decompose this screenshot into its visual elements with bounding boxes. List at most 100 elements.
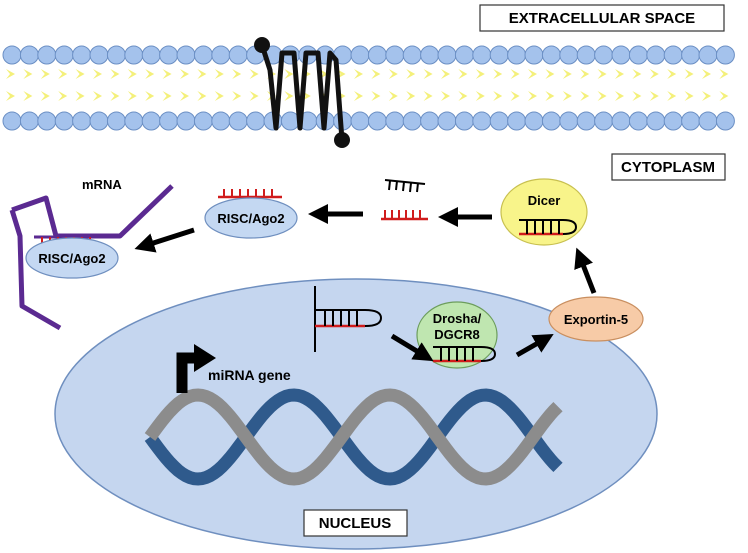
lipid-head (402, 45, 422, 65)
lipid-head (106, 111, 126, 131)
lipid-head (37, 111, 57, 131)
lipid-head (420, 45, 440, 65)
lipid-head (594, 111, 614, 131)
lipid-head (541, 45, 561, 65)
lipid-head (646, 45, 666, 65)
lipid-tail (58, 91, 68, 101)
lipid-tail (214, 69, 224, 79)
lipid-head (594, 45, 614, 65)
lipid-head (350, 111, 370, 131)
svg-text:Exportin-5: Exportin-5 (564, 312, 628, 327)
lipid-tail (93, 91, 102, 101)
lipid-tail (510, 91, 520, 101)
lipid-head (2, 111, 22, 131)
lipid-tail (162, 69, 172, 79)
lipid-tail (684, 91, 694, 101)
membrane-lipid-heads (2, 45, 735, 131)
lipid-tail (371, 91, 381, 101)
lipid-tail (180, 69, 189, 79)
lipid-tail (145, 69, 155, 79)
lipid-head (715, 45, 735, 65)
lipid-tail (493, 69, 503, 79)
extracellular-space-label: EXTRACELLULAR SPACE (479, 4, 725, 32)
lipid-head (420, 111, 440, 131)
lipid-head (124, 111, 144, 131)
lipid-tail (528, 69, 537, 79)
lipid-tail (702, 91, 711, 101)
lipid-head (715, 111, 735, 131)
lipid-head (437, 45, 457, 65)
svg-text:Dicer: Dicer (528, 193, 561, 208)
dicer-node: Dicer (500, 178, 588, 246)
lipid-tail (597, 91, 607, 101)
lipid-head (141, 111, 161, 131)
svg-text:Drosha/: Drosha/ (433, 311, 482, 326)
lipid-head (228, 45, 248, 65)
lipid-head (193, 45, 213, 65)
lipid-head (2, 45, 22, 65)
lipid-tail (562, 91, 572, 101)
mirna-gene-label: miRNA gene (208, 367, 291, 383)
lipid-head (628, 45, 648, 65)
lipid-head (454, 45, 474, 65)
svg-text:RISC/Ago2: RISC/Ago2 (38, 251, 105, 266)
svg-text:EXTRACELLULAR SPACE: EXTRACELLULAR SPACE (509, 10, 695, 27)
lipid-tail (197, 91, 207, 101)
lipid-head (524, 45, 544, 65)
drosha-dgcr8-complex: Drosha/ DGCR8 (416, 301, 498, 369)
lipid-head (385, 111, 405, 131)
lipid-tail (580, 69, 590, 79)
lipid-head (559, 45, 579, 65)
lipid-tail (284, 91, 294, 101)
dicer-hairpin-icon (519, 219, 578, 236)
guide-strand (381, 210, 428, 221)
lipid-tail (597, 69, 607, 79)
lipid-tail (667, 91, 677, 101)
lipid-head (367, 111, 387, 131)
lipid-tail (649, 69, 659, 79)
lipid-head (72, 45, 92, 65)
lipid-head (72, 111, 92, 131)
lipid-tail (632, 69, 642, 79)
lipid-head (663, 111, 683, 131)
lipid-tail (162, 91, 172, 101)
lipid-tail (615, 91, 624, 101)
lipid-head (611, 45, 631, 65)
lipid-tail (667, 69, 677, 79)
mrna-target-complex: RISC/Ago2 mRNA (9, 177, 174, 331)
lipid-head (385, 45, 405, 65)
risc-ago2-loaded: RISC/Ago2 (204, 189, 298, 239)
lipid-tail (249, 91, 259, 101)
lipid-tail (58, 69, 68, 79)
passenger-strand (384, 179, 426, 193)
lipid-head (628, 111, 648, 131)
cell-membrane (2, 45, 735, 131)
lipid-head (576, 45, 596, 65)
lipid-tail (388, 69, 398, 79)
lipid-tail (632, 91, 642, 101)
lipid-tail (23, 91, 33, 101)
promoter-arrow-icon (176, 344, 216, 393)
lipid-tail (371, 69, 381, 79)
pre-mirna-hairpin-icon (433, 346, 497, 363)
lipid-tail (458, 69, 468, 79)
svg-text:RISC/Ago2: RISC/Ago2 (217, 211, 284, 226)
lipid-tail (406, 91, 416, 101)
lipid-tail (6, 91, 15, 101)
lipid-head (698, 45, 718, 65)
lipid-head (576, 111, 596, 131)
lipid-tail (406, 69, 416, 79)
lipid-tail (545, 69, 555, 79)
lipid-tail (528, 91, 537, 101)
lipid-tail (145, 91, 155, 101)
lipid-head (19, 45, 39, 65)
dna-double-helix (144, 388, 563, 486)
lipid-tail (475, 91, 485, 101)
lipid-tail (441, 69, 450, 79)
nucleus (54, 278, 658, 550)
lipid-head (646, 111, 666, 131)
arrow-icon (390, 333, 434, 362)
cytoplasm-label: CYTOPLASM (611, 153, 726, 181)
lipid-head (367, 45, 387, 65)
